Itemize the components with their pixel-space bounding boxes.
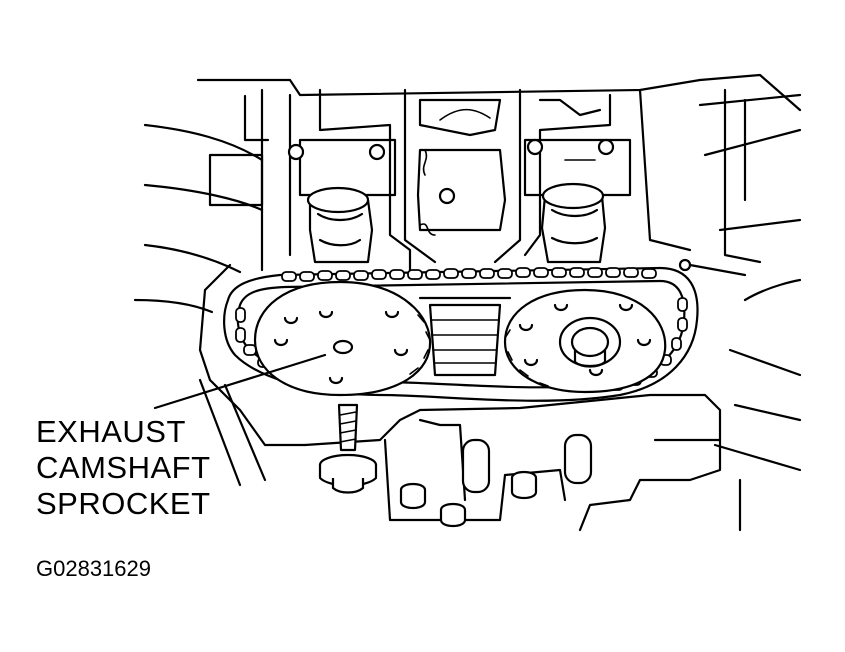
callout-line-3: SPROCKET [36, 486, 211, 521]
figure-code: G02831629 [36, 556, 151, 581]
exhaust-camshaft-sprocket [253, 280, 432, 397]
intake-camshaft-sprocket [503, 288, 667, 394]
chain-links-top [281, 267, 657, 282]
chain-damper-center [418, 296, 512, 377]
callout-label: EXHAUST CAMSHAFT SPROCKET [36, 414, 211, 522]
callout-line-1: EXHAUST [36, 414, 186, 449]
cylinder-head-outline [133, 73, 802, 532]
intake-camshaft-end [540, 182, 607, 264]
lower-casting [303, 393, 722, 532]
cam-housing [287, 88, 692, 277]
callout-line-2: CAMSHAFT [36, 450, 211, 485]
sprocket-bolt [318, 403, 378, 494]
callout-leader-line [153, 353, 327, 410]
exhaust-camshaft-end [306, 186, 374, 264]
